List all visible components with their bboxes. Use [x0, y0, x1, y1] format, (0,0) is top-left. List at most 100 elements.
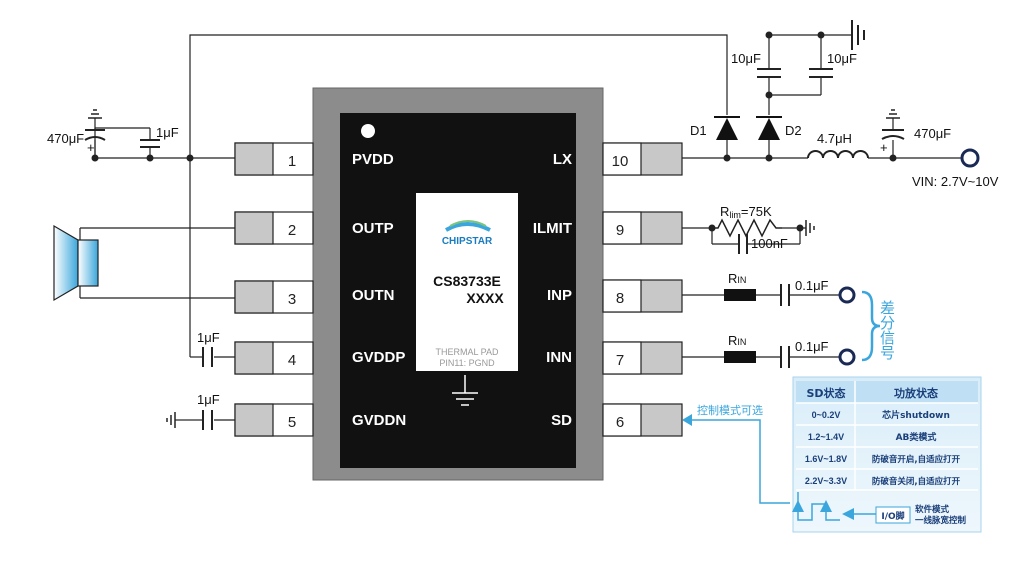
inductor-4.7uh: 4.7μH — [807, 131, 869, 159]
svg-text:9: 9 — [616, 222, 624, 239]
diff-signal-brace-icon — [861, 290, 881, 362]
pin-label-pvdd: PVDD — [352, 151, 394, 168]
label-10uf-b: 10μF — [827, 51, 857, 66]
svg-text:7: 7 — [616, 352, 624, 369]
pin-3: 3 — [234, 280, 314, 314]
table-row: 2.2V~3.3V 防破音关闭,自适应打开 — [805, 476, 961, 487]
svg-text:3: 3 — [288, 291, 296, 308]
label-1uf-pvdd: 1μF — [156, 125, 179, 140]
capacitor-1uf-gvddn: 1μF — [166, 392, 220, 430]
pin-label-outp: OUTP — [352, 220, 394, 237]
svg-text:0~0.2V: 0~0.2V — [812, 410, 841, 420]
rlim-sub: lim — [729, 210, 741, 220]
thermal-pad-label: THERMAL PAD — [435, 347, 499, 357]
svg-text:芯片shutdown: 芯片shutdown — [882, 409, 950, 421]
label-vin: VIN: 2.7V~10V — [912, 174, 999, 189]
svg-text:1.2~1.4V: 1.2~1.4V — [808, 432, 844, 442]
svg-text:AB类模式: AB类模式 — [896, 431, 937, 443]
software-mode-line1: 软件模式 — [915, 504, 950, 515]
capacitor-1uf-gvddp: 1μF — [197, 330, 220, 367]
pin-7: 7 — [602, 341, 683, 375]
inp-terminal — [838, 286, 856, 304]
capacitor-100nf: 100nF — [738, 234, 788, 254]
label-01uf-bottom: 0.1μF — [795, 339, 829, 354]
chip-part-number: CS83733E — [433, 273, 501, 289]
resistor-rin-top: RIN — [724, 271, 756, 301]
resistor-rlim: Rlim=75K — [712, 204, 782, 238]
label-470uf-left: 470μF — [47, 131, 84, 146]
label-1uf-gvddp: 1μF — [197, 330, 220, 345]
label-inductor: 4.7μH — [817, 131, 852, 146]
table-row: 1.2~1.4V AB类模式 — [808, 431, 937, 443]
capacitor-470uf-right: + 470μF — [880, 109, 951, 155]
chip-logo-text: CHIPSTAR — [442, 236, 493, 247]
pin1-marker — [361, 124, 375, 138]
svg-text:+: + — [880, 140, 888, 155]
pin-1: 1 — [234, 142, 314, 176]
table-header-sd: SD状态 — [806, 386, 845, 400]
pin-label-gvddp: GVDDP — [352, 349, 405, 366]
pulse-waveform-icon — [792, 492, 876, 521]
chip-package: CHIPSTAR CS83733E XXXX THERMAL PAD PIN11… — [312, 87, 604, 481]
label-100nf: 100nF — [751, 236, 788, 251]
pin-label-outn: OUTN — [352, 287, 395, 304]
table-row: 1.6V~1.8V 防破音开启,自适应打开 — [805, 454, 961, 465]
pin-label-inp: INP — [547, 287, 572, 304]
label-d1: D1 — [690, 123, 707, 138]
feedback-wire — [189, 34, 728, 158]
svg-text:防破音关闭,自适应打开: 防破音关闭,自适应打开 — [872, 476, 961, 487]
vin-terminal: VIN: 2.7V~10V — [912, 148, 999, 189]
svg-text:8: 8 — [616, 290, 624, 307]
svg-text:+: + — [87, 140, 95, 155]
label-1uf-gvddn: 1μF — [197, 392, 220, 407]
capacitor-470uf-left: + 470μF — [47, 109, 106, 158]
chip-pin-labels: PVDD OUTP OUTN GVDDP GVDDN LX ILMIT INP … — [352, 151, 572, 429]
pin-4: 4 — [234, 341, 314, 375]
ground-top-icon — [851, 20, 865, 50]
capacitor-10uf-a: 10μF — [731, 51, 781, 78]
pin-label-lx: LX — [553, 151, 572, 168]
chipstar-logo-icon — [445, 222, 491, 232]
label-470uf-right: 470μF — [914, 126, 951, 141]
svg-text:RIN: RIN — [728, 333, 746, 348]
thermal-pad-pin: PIN11: PGND — [439, 358, 495, 368]
table-row: 0~0.2V 芯片shutdown — [812, 409, 950, 421]
svg-text:4: 4 — [288, 352, 296, 369]
label-10uf-a: 10μF — [731, 51, 761, 66]
node-dots — [91, 31, 897, 232]
pin-6: 6 — [602, 403, 683, 437]
svg-text:Rlim=75K: Rlim=75K — [720, 204, 772, 220]
pin-9: 9 — [602, 211, 683, 245]
software-mode-line2: 一线脉宽控制 — [915, 515, 967, 526]
svg-text:10: 10 — [612, 153, 629, 170]
pin-label-inn: INN — [546, 349, 572, 366]
sd-control-path: 控制模式可选 — [682, 403, 790, 504]
pin-8: 8 — [602, 279, 683, 313]
svg-text:6: 6 — [616, 414, 624, 431]
label-d2: D2 — [785, 123, 802, 138]
io-pin-label: I/O脚 — [881, 510, 904, 522]
rlim-prefix: R — [720, 204, 729, 219]
svg-text:1.6V~1.8V: 1.6V~1.8V — [805, 454, 847, 464]
capacitor-1uf-pvdd: 1μF — [95, 125, 179, 148]
inn-terminal — [838, 348, 856, 366]
table-header-amp: 功放状态 — [894, 386, 938, 400]
pin-5: 5 — [234, 403, 314, 437]
ground-ilmit-icon — [805, 220, 815, 236]
pin-label-gvddn: GVDDN — [352, 412, 406, 429]
svg-text:2.2V~3.3V: 2.2V~3.3V — [805, 476, 847, 486]
sd-state-table: SD状态 功放状态 0~0.2V 芯片shutdown 1.2~1.4V AB类… — [792, 376, 982, 533]
svg-text:2: 2 — [288, 222, 296, 239]
wires — [79, 34, 962, 421]
pin-label-ilmit: ILMIT — [533, 220, 572, 237]
capacitor-0.1uf-bottom: 0.1μF — [780, 339, 829, 368]
diode-d2: D2 — [756, 116, 802, 140]
pgnd-ground-icon — [452, 375, 478, 406]
diode-d1: D1 — [690, 116, 740, 140]
diff-signal-label: 差分信号 — [878, 300, 896, 361]
chip-marking: XXXX — [466, 290, 504, 306]
capacitor-10uf-b: 10μF — [809, 51, 857, 78]
svg-text:防破音开启,自适应打开: 防破音开启,自适应打开 — [872, 454, 961, 465]
rlim-value: =75K — [741, 204, 772, 219]
